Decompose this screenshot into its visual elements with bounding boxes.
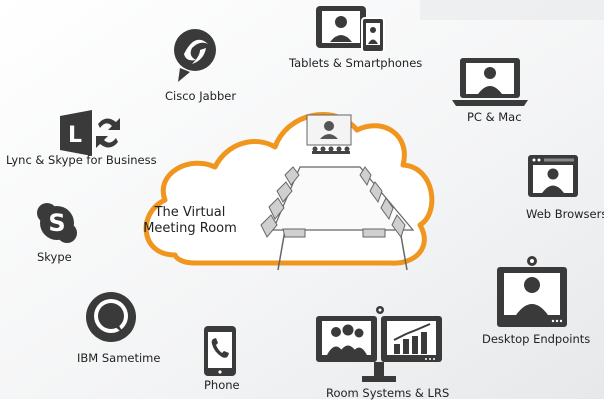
phone-icon bbox=[204, 326, 236, 376]
virtual-meeting-room-cloud bbox=[143, 112, 435, 271]
room-system-icon bbox=[316, 306, 442, 382]
lync-icon: L bbox=[60, 110, 120, 156]
tablet-phone-icon bbox=[316, 6, 385, 52]
sametime-icon bbox=[86, 292, 136, 342]
conference-table-icon bbox=[260, 166, 415, 271]
svg-text:L: L bbox=[68, 123, 82, 148]
virtual-meeting-room-label: The Virtual Meeting Room bbox=[140, 205, 240, 237]
cisco-jabber-icon bbox=[174, 29, 216, 82]
center-label-line-2: Meeting Room bbox=[143, 221, 237, 236]
endpoint-label-tablets: Tablets & Smartphones bbox=[289, 56, 423, 70]
endpoint-label-desktop-endpoints: Desktop Endpoints bbox=[482, 332, 591, 346]
endpoint-label-pc-mac: PC & Mac bbox=[467, 110, 522, 124]
endpoint-label-room-systems: Room Systems & LRS bbox=[326, 386, 450, 400]
center-label-line-1: The Virtual bbox=[154, 205, 226, 220]
desktop-endpoint-icon bbox=[497, 256, 567, 327]
endpoint-label-lync: Lync & Skype for Business bbox=[6, 153, 157, 167]
skype-icon: S bbox=[37, 203, 77, 243]
endpoint-label-phone: Phone bbox=[204, 378, 240, 392]
svg-text:S: S bbox=[48, 209, 65, 237]
endpoint-label-cisco-jabber: Cisco Jabber bbox=[165, 89, 237, 103]
endpoint-label-ibm-sametime: IBM Sametime bbox=[77, 351, 161, 365]
laptop-icon bbox=[452, 58, 528, 106]
endpoint-label-skype: Skype bbox=[37, 250, 72, 264]
browser-icon bbox=[528, 155, 578, 197]
meeting-screen-icon bbox=[306, 114, 352, 154]
endpoint-label-web-browsers: Web Browsers bbox=[526, 207, 604, 221]
